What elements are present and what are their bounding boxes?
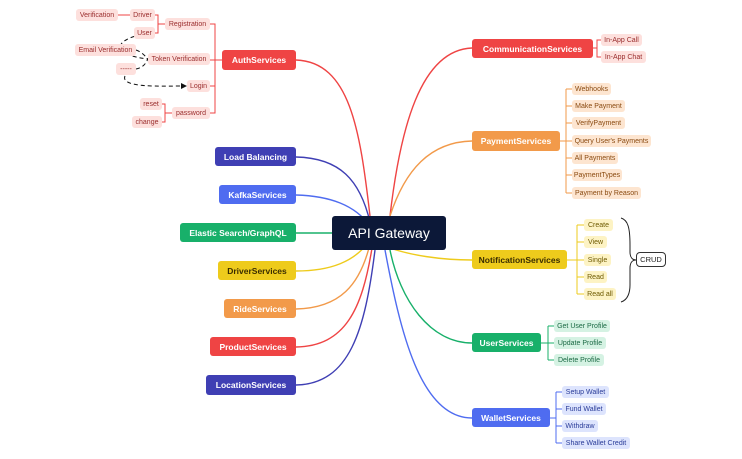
connector-ride [295,243,371,310]
auth-password: password [172,107,210,119]
auth-registration: Registration [165,18,210,30]
connector-notification [389,247,473,261]
connector-product [295,247,373,348]
driver-services-node: DriverServices [218,261,296,280]
kafka-services-node: KafkaServices [219,185,296,204]
wallet-item: Withdraw [562,420,598,432]
connector-load-balancing [295,156,371,223]
wallet-item: Setup Wallet [562,386,609,398]
connector-location [295,249,376,386]
crud-brace [620,217,637,303]
auth-services-node: AuthServices [222,50,296,70]
wallet-item: Share Wallet Credit [562,437,630,449]
communication-item: In-App Chat [601,51,646,63]
crud-label: CRUD [636,252,666,267]
product-services-node: ProductServices [210,337,296,356]
notification-item: Read all [584,288,616,300]
payment-item: All Payments [572,152,618,164]
payment-item: Query User's Payments [572,135,651,147]
connector-auth [295,59,371,217]
auth-user: User [134,27,155,39]
elastic-search-graphql-node: Elastic Search/GraphQL [180,223,296,242]
payment-item: Webhooks [572,83,611,95]
auth-verification: Verification [76,9,118,21]
user-item: Get User Profile [554,320,610,332]
auth-change: change [132,116,162,128]
communication-item: In-App Call [601,34,642,46]
user-item: Update Profile [554,337,606,349]
auth-email-verification: Email Verification [75,44,136,56]
notification-services-node: NotificationServices [472,250,567,269]
notification-item: Read [584,271,607,283]
payment-services-node: PaymentServices [472,131,560,151]
auth-reset: reset [140,98,162,110]
connector-payment [389,140,473,217]
notification-item: Single [584,254,611,266]
location-services-node: LocationServices [206,375,296,395]
payment-item: VerifyPayment [572,117,625,129]
load-balancing-node: Load Balancing [215,147,296,166]
notification-item: View [584,236,607,248]
auth-driver: Driver [130,9,155,21]
wallet-services-node: WalletServices [472,408,550,427]
wallet-item: Fund Wallet [562,403,606,415]
payment-item: PaymentTypes [572,169,622,181]
notification-item: Create [584,219,613,231]
connector-wallet [384,249,473,419]
auth-token-verification: Token Verification [148,53,210,65]
auth-dashes: ----- [116,63,136,75]
connector-communication [389,47,473,217]
communication-services-node: CommunicationServices [472,39,593,58]
ride-services-node: RideServices [224,299,296,318]
payment-item: Make Payment [572,100,625,112]
auth-login: Login [187,80,210,92]
payment-item: Payment by Reason [572,187,641,199]
user-item: Delete Profile [554,354,604,366]
user-services-node: UserServices [472,333,541,352]
connector-user [389,249,473,344]
api-gateway-node: API Gateway [332,216,446,250]
